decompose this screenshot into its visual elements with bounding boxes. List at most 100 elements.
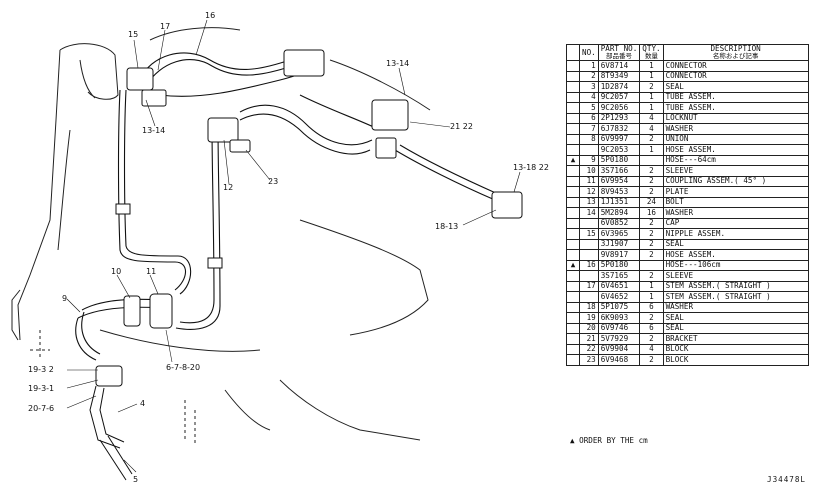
description-header-label: DESCRIPTION xyxy=(710,44,761,54)
callout: 21 22 xyxy=(450,122,473,131)
description: BOLT xyxy=(662,196,809,208)
row-mark xyxy=(566,312,580,324)
part-number: 6V4652 xyxy=(597,291,641,303)
quantity: 2 xyxy=(639,249,664,261)
callout: 23 xyxy=(268,177,278,186)
description: BLOCK xyxy=(662,354,809,366)
row-no: 7 xyxy=(579,123,599,135)
quantity: 4 xyxy=(639,112,664,124)
row-no: 16 xyxy=(579,259,599,271)
row-mark xyxy=(566,175,580,187)
callout: 19-3-1 xyxy=(28,384,54,393)
quantity: 2 xyxy=(639,270,664,282)
part-number: 6V4651 xyxy=(597,280,641,292)
part-number: 5P0180 xyxy=(597,154,641,166)
row-mark xyxy=(566,354,580,366)
row-no xyxy=(579,270,599,282)
qty-column-header: QTY. 数量 xyxy=(639,44,664,61)
description: STEM ASSEM.( STRAIGHT ) xyxy=(662,291,809,303)
row-mark xyxy=(566,60,580,72)
table-header-row: NO. PART NO. 部品番号 QTY. 数量 DESCRIPTION 名称… xyxy=(566,44,809,61)
callout: 10 xyxy=(111,267,121,276)
part-number: 9C2056 xyxy=(597,102,641,114)
callout: 4 xyxy=(140,399,145,408)
callout: 19-3 2 xyxy=(28,365,54,374)
order-footnote: ▲ ORDER BY THE cm xyxy=(570,436,648,445)
part-number: 3S7165 xyxy=(597,270,641,282)
row-mark xyxy=(566,144,580,156)
description: CONNECTOR xyxy=(662,60,809,72)
description: SEAL xyxy=(662,322,809,334)
row-mark xyxy=(566,322,580,334)
quantity: 2 xyxy=(639,186,664,198)
quantity: 1 xyxy=(639,280,664,292)
part-number: 9V8917 xyxy=(597,249,641,261)
leader-lines xyxy=(66,19,521,473)
row-no: 5 xyxy=(579,102,599,114)
row-no xyxy=(579,291,599,303)
row-mark xyxy=(566,343,580,355)
quantity: 1 xyxy=(639,91,664,103)
row-no: 1 xyxy=(579,60,599,72)
quantity: 2 xyxy=(639,354,664,366)
quantity: 1 xyxy=(639,144,664,156)
row-no xyxy=(579,249,599,261)
row-no: 14 xyxy=(579,207,599,219)
row-no: 2 xyxy=(579,70,599,82)
quantity: 6 xyxy=(639,301,664,313)
description: HOSE---64cm xyxy=(662,154,809,166)
part-number: 6V8714 xyxy=(597,60,641,72)
quantity: 4 xyxy=(639,123,664,135)
row-mark xyxy=(566,102,580,114)
quantity: 1 xyxy=(639,70,664,82)
row-mark xyxy=(566,207,580,219)
description: WASHER xyxy=(662,123,809,135)
part-number: 6J7832 xyxy=(597,123,641,135)
part-number: 6V3965 xyxy=(597,228,641,240)
part-no-header-jp: 部品番号 xyxy=(606,52,632,61)
part-number: 6V9468 xyxy=(597,354,641,366)
quantity: 6 xyxy=(639,322,664,334)
description: TUBE ASSEM. xyxy=(662,102,809,114)
parts-list-table: NO. PART NO. 部品番号 QTY. 数量 DESCRIPTION 名称… xyxy=(566,44,809,366)
row-no: 9 xyxy=(579,154,599,166)
row-mark xyxy=(566,228,580,240)
part-number: 6V9997 xyxy=(597,133,641,145)
row-mark xyxy=(566,217,580,229)
description: TUBE ASSEM. xyxy=(662,91,809,103)
description: UNION xyxy=(662,133,809,145)
part-number: 6V9904 xyxy=(597,343,641,355)
part-number: 5P0180 xyxy=(597,259,641,271)
row-no: 11 xyxy=(579,175,599,187)
description: COUPLING ASSEM.( 45° ) xyxy=(662,175,809,187)
part-number: 6K9093 xyxy=(597,312,641,324)
row-mark xyxy=(566,91,580,103)
quantity: 2 xyxy=(639,175,664,187)
quantity: 1 xyxy=(639,60,664,72)
description: WASHER xyxy=(662,207,809,219)
description: HOSE---106cm xyxy=(662,259,809,271)
part-number: 1D2874 xyxy=(597,81,641,93)
callout: 6-7-8-20 xyxy=(166,363,200,372)
callout-labels: 16 17 15 13-14 13-14 21 22 13-18 22 18-1… xyxy=(28,11,549,484)
row-mark xyxy=(566,301,580,313)
description: CONNECTOR xyxy=(662,70,809,82)
part-number: 6V9954 xyxy=(597,175,641,187)
row-no: 12 xyxy=(579,186,599,198)
row-mark xyxy=(566,112,580,124)
callout: 12 xyxy=(223,183,233,192)
